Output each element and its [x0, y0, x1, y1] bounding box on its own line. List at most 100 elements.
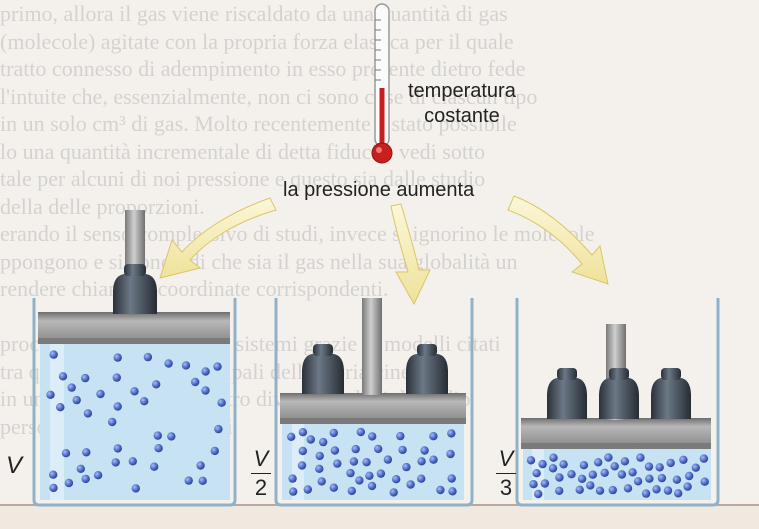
molecules: [46, 350, 226, 493]
molecule: [317, 477, 326, 486]
weight-icon: [406, 344, 448, 394]
molecule: [383, 455, 393, 464]
molecule: [368, 432, 377, 441]
molecules: [287, 427, 457, 497]
weight-icon: [113, 264, 157, 314]
piston-rod: [362, 298, 382, 395]
molecule: [446, 449, 455, 459]
molecule: [303, 485, 312, 494]
molecule: [402, 462, 411, 472]
molecule: [362, 458, 371, 467]
molecule: [128, 457, 137, 466]
molecule: [108, 417, 117, 427]
weight-icon: [651, 368, 691, 419]
molecule: [406, 480, 415, 489]
molecule: [567, 470, 576, 479]
molecule: [655, 463, 664, 472]
molecule: [628, 468, 637, 477]
molecules: [526, 453, 709, 499]
molecule: [548, 464, 558, 473]
volume-label-v: V: [6, 452, 23, 479]
molecule: [297, 461, 307, 470]
ground: [0, 505, 759, 529]
background-text-line: tratto connesso di adempimento in esso p…: [0, 56, 526, 81]
molecule: [396, 431, 405, 441]
molecule: [289, 487, 298, 496]
molecule: [367, 481, 377, 491]
molecule: [376, 469, 386, 478]
container-v: [32, 210, 237, 507]
piston: [521, 418, 711, 446]
weight-icon: [302, 344, 344, 394]
background-text-line: ppongono e si concordi che sia il gas ne…: [0, 248, 518, 274]
molecule: [298, 446, 307, 456]
volume-label-v-3: V 3: [494, 446, 518, 501]
molecule: [595, 486, 605, 495]
weight-icon: [599, 368, 639, 419]
molecule: [143, 352, 153, 362]
molecule: [555, 473, 564, 482]
molecule: [652, 485, 661, 494]
molecule: [604, 453, 613, 462]
molecule: [586, 481, 595, 490]
molecule: [559, 460, 568, 469]
molecule: [555, 486, 564, 495]
molecule: [538, 459, 547, 469]
molecule: [184, 476, 193, 485]
molecule: [130, 387, 139, 396]
molecule: [56, 403, 65, 412]
molecule: [49, 470, 58, 479]
molecule: [72, 395, 81, 405]
molecule: [112, 373, 122, 382]
molecule: [61, 449, 71, 458]
molecule: [210, 446, 219, 456]
molecule: [633, 477, 643, 486]
molecule: [319, 437, 328, 447]
molecule: [329, 483, 338, 492]
molecule: [164, 359, 173, 368]
molecule: [347, 486, 356, 496]
molecule: [201, 367, 210, 376]
molecule: [579, 461, 589, 470]
molecule: [610, 462, 619, 471]
molecule: [49, 350, 58, 359]
background-text-line: della delle proporzioni.: [0, 193, 205, 219]
molecule: [623, 484, 633, 493]
molecule: [330, 446, 340, 455]
molecule: [93, 471, 103, 480]
molecule: [417, 457, 426, 466]
molecule: [131, 484, 140, 493]
molecule: [429, 455, 438, 464]
molecule: [374, 444, 383, 454]
molecule: [49, 483, 58, 493]
background-text-line: tale per alcuni di noi pressione e quest…: [0, 166, 486, 191]
molecule: [657, 473, 667, 483]
molecule: [700, 477, 709, 486]
molecule: [636, 453, 645, 462]
molecule: [154, 444, 163, 453]
molecule: [448, 487, 457, 496]
molecule: [691, 463, 700, 472]
molecule: [111, 458, 120, 467]
molecule: [213, 362, 222, 371]
molecule: [315, 464, 324, 473]
molecule: [67, 383, 76, 392]
weight-icon: [547, 368, 587, 419]
background-text-line: l'intuite che, essenzialmente, non ci so…: [0, 83, 538, 109]
arrow-right-icon: [507, 195, 609, 285]
container-v-2: [274, 298, 474, 507]
molecule: [355, 476, 364, 485]
volume-label-v-2: V 2: [249, 446, 273, 501]
piston: [38, 312, 230, 342]
molecule: [329, 428, 338, 438]
molecule: [64, 478, 74, 488]
molecule: [198, 476, 207, 485]
molecule: [679, 455, 688, 464]
molecule: [346, 468, 355, 478]
molecule: [191, 377, 200, 387]
molecule: [417, 474, 426, 483]
molecule: [287, 432, 296, 441]
container-v-3: [515, 298, 720, 507]
background-text-line: erando il senso complessivo di studi, in…: [0, 221, 595, 246]
